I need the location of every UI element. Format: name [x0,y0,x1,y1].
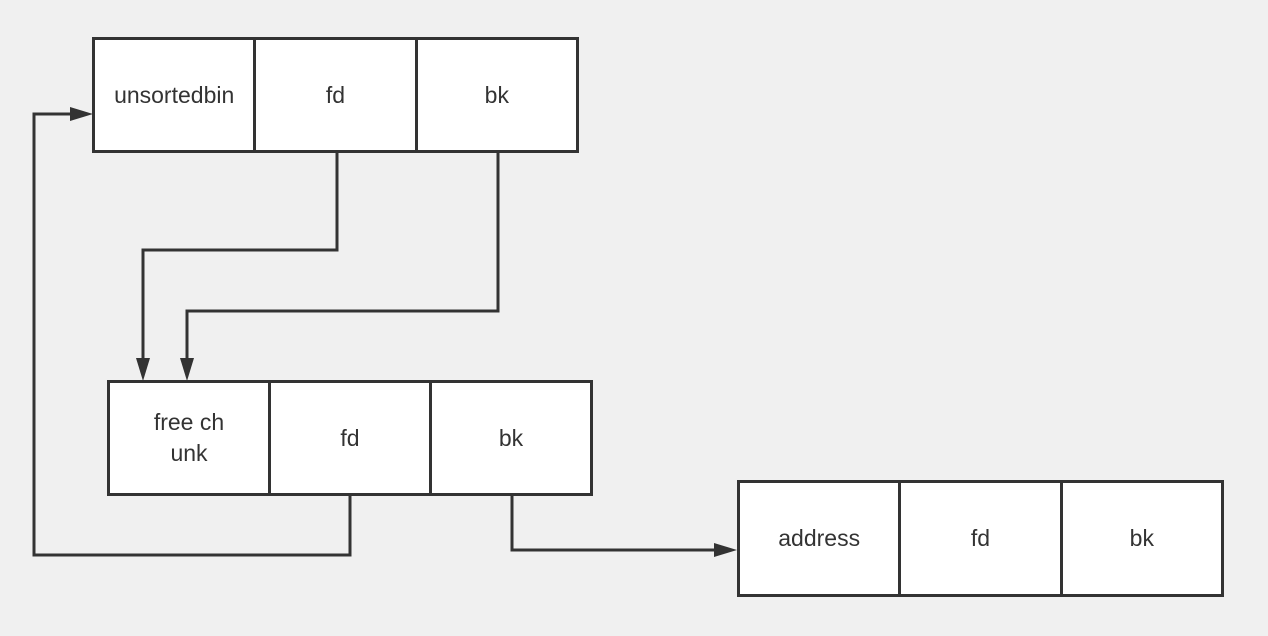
field-label: bk [1129,525,1154,551]
arrowhead-icon [714,543,737,557]
node-free-chunk-head: free chunk [110,383,268,493]
node-address-head: address [740,483,898,594]
node-address: address fd bk [737,480,1224,597]
field-label: bk [498,424,524,451]
field-label: fd [340,424,360,451]
node-address-fd: fd [898,483,1059,594]
field-label: fd [325,81,346,108]
arrowhead-icon [136,358,150,381]
edge-free-chunk-bk-to-address [510,495,737,557]
node-address-bk: bk [1059,483,1221,594]
arrowhead-icon [70,107,93,121]
node-unsortedbin-bk: bk [414,40,576,150]
node-free-chunk-fd: fd [268,383,429,493]
node-unsortedbin-head: unsortedbin [95,40,253,150]
arrowhead-icon [180,358,194,381]
edge-unsortedbin-fd-to-free-chunk [136,152,339,381]
node-label: free chunk [153,409,225,466]
node-label: address [778,525,861,551]
node-free-chunk: free chunk fd bk [107,380,593,496]
edge-unsortedbin-bk-to-free-chunk [180,152,500,381]
node-label: unsortedbin [114,81,235,108]
field-label: bk [484,81,509,108]
node-free-chunk-bk: bk [429,383,590,493]
node-unsortedbin-fd: fd [253,40,414,150]
field-label: fd [970,525,991,551]
edge-free-chunk-fd-to-unsortedbin [32,107,352,557]
node-unsortedbin: unsortedbin fd bk [92,37,579,153]
